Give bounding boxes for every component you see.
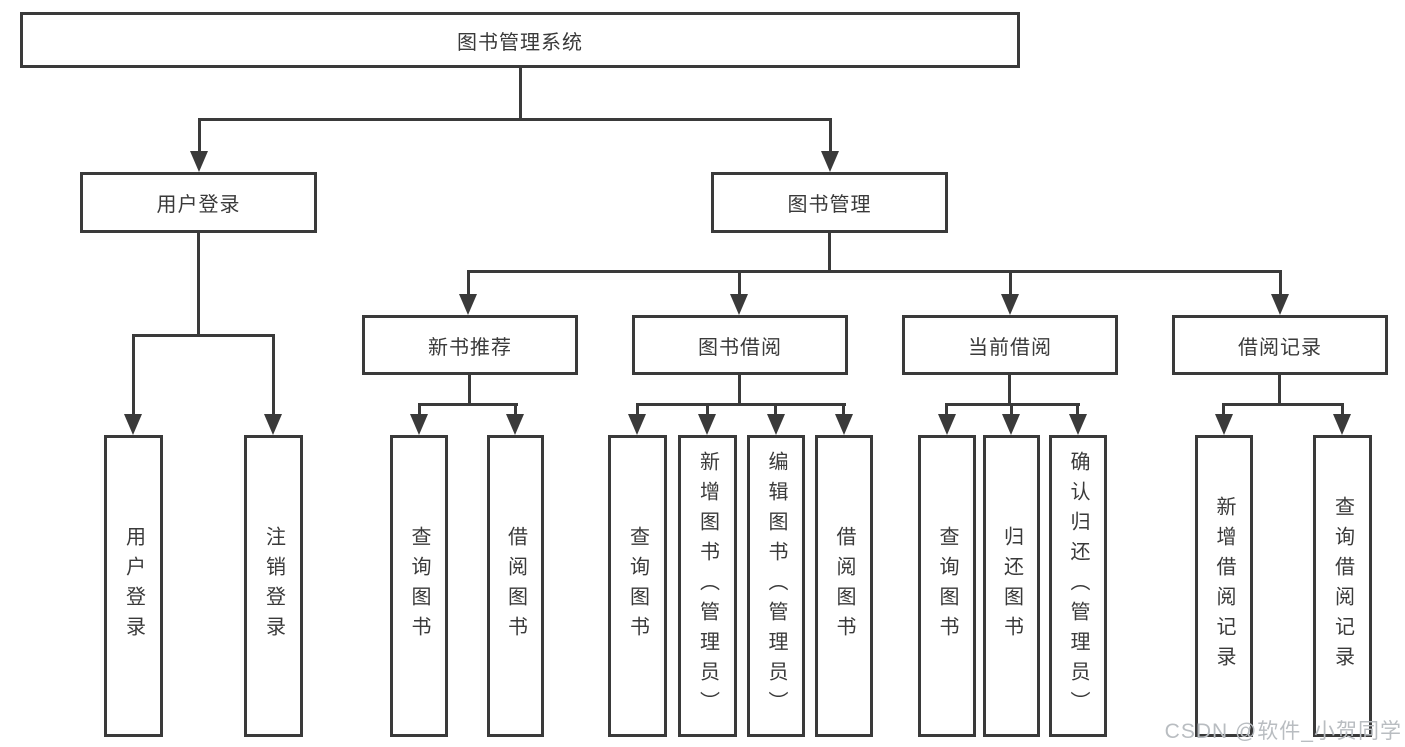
connector-book-mgmt-stem [828,233,831,272]
connector-bb-split [636,403,846,406]
connector-nb-leaf2 [514,403,517,416]
leaf-nb-borrow-books: 借阅图书 [487,435,544,737]
connector-br-leaf2 [1341,403,1344,416]
node-current-borrowing: 当前借阅 [902,315,1118,375]
connector-bb-stem [738,375,741,405]
connector-to-current-borrow [1009,270,1012,297]
leaf-br-query-record: 查询借阅记录 [1313,435,1372,737]
connector-nb-leaf1 [418,403,421,416]
arrowhead-bb-leaf4 [835,414,853,435]
arrowhead-leaf-logout [264,414,282,435]
leaf-bb-borrow-books: 借阅图书 [815,435,873,737]
arrowhead-nb-leaf1 [410,414,428,435]
leaf-nb-query-books: 查询图书 [390,435,448,737]
connector-to-leaf-user-login [132,334,135,415]
connector-cb-split [946,403,1080,406]
connector-cb-leaf3 [1076,403,1079,416]
arrowhead-cb-leaf1 [938,414,956,435]
leaf-bb-query-books: 查询图书 [608,435,667,737]
leaf-cb-confirm-return-admin: 确认归还（管理员） [1049,435,1107,737]
connector-bb-leaf1 [636,403,639,416]
node-book-management: 图书管理 [711,172,948,233]
node-library-management-system: 图书管理系统 [20,12,1020,68]
connector-book-mgmt-split [467,270,1282,273]
arrowhead-book-borrow [730,294,748,315]
arrowhead-br-leaf1 [1215,414,1233,435]
node-user-login: 用户登录 [80,172,317,233]
leaf-user-login: 用户登录 [104,435,163,737]
connector-to-user-login [198,118,201,154]
arrowhead-cb-leaf2 [1002,414,1020,435]
leaf-cb-return-books: 归还图书 [983,435,1040,737]
leaf-logout: 注销登录 [244,435,303,737]
connector-br-stem [1278,375,1281,405]
arrowhead-bb-leaf2 [698,414,716,435]
connector-to-leaf-logout [272,334,275,415]
leaf-bb-edit-books-admin: 编辑图书（管理员） [747,435,805,737]
connector-br-leaf1 [1222,403,1225,416]
arrowhead-current-borrow [1001,294,1019,315]
arrowhead-borrow-records [1271,294,1289,315]
arrowhead-new-book [459,294,477,315]
connector-to-book-borrow [738,270,741,297]
connector-to-book-management [829,118,832,154]
arrowhead-bb-leaf1 [628,414,646,435]
connector-new-book-split [418,403,518,406]
leaf-br-add-record: 新增借阅记录 [1195,435,1253,737]
connector-root-split [198,118,832,121]
connector-cb-leaf1 [945,403,948,416]
node-new-book-recommendation: 新书推荐 [362,315,578,375]
arrowhead-bb-leaf3 [767,414,785,435]
connector-to-new-book [467,270,470,297]
arrowhead-nb-leaf2 [506,414,524,435]
connector-cb-stem [1008,375,1011,405]
arrowhead-user-login [190,151,208,172]
node-book-borrowing: 图书借阅 [632,315,848,375]
leaf-bb-add-books-admin: 新增图书（管理员） [678,435,737,737]
connector-to-borrow-records [1279,270,1282,297]
connector-user-login-split [132,334,274,337]
connector-root-stem [519,68,522,120]
node-borrowing-records: 借阅记录 [1172,315,1388,375]
connector-br-split [1222,403,1344,406]
arrowhead-book-management [821,151,839,172]
arrowhead-leaf-user-login [124,414,142,435]
arrowhead-br-leaf2 [1333,414,1351,435]
connector-bb-leaf2 [706,403,709,416]
leaf-cb-query-books: 查询图书 [918,435,976,737]
connector-user-login-stem [197,233,200,337]
connector-bb-leaf3 [774,403,777,416]
connector-new-book-stem [468,375,471,405]
connector-bb-leaf4 [842,403,845,416]
connector-cb-leaf2 [1010,403,1013,416]
arrowhead-cb-leaf3 [1069,414,1087,435]
